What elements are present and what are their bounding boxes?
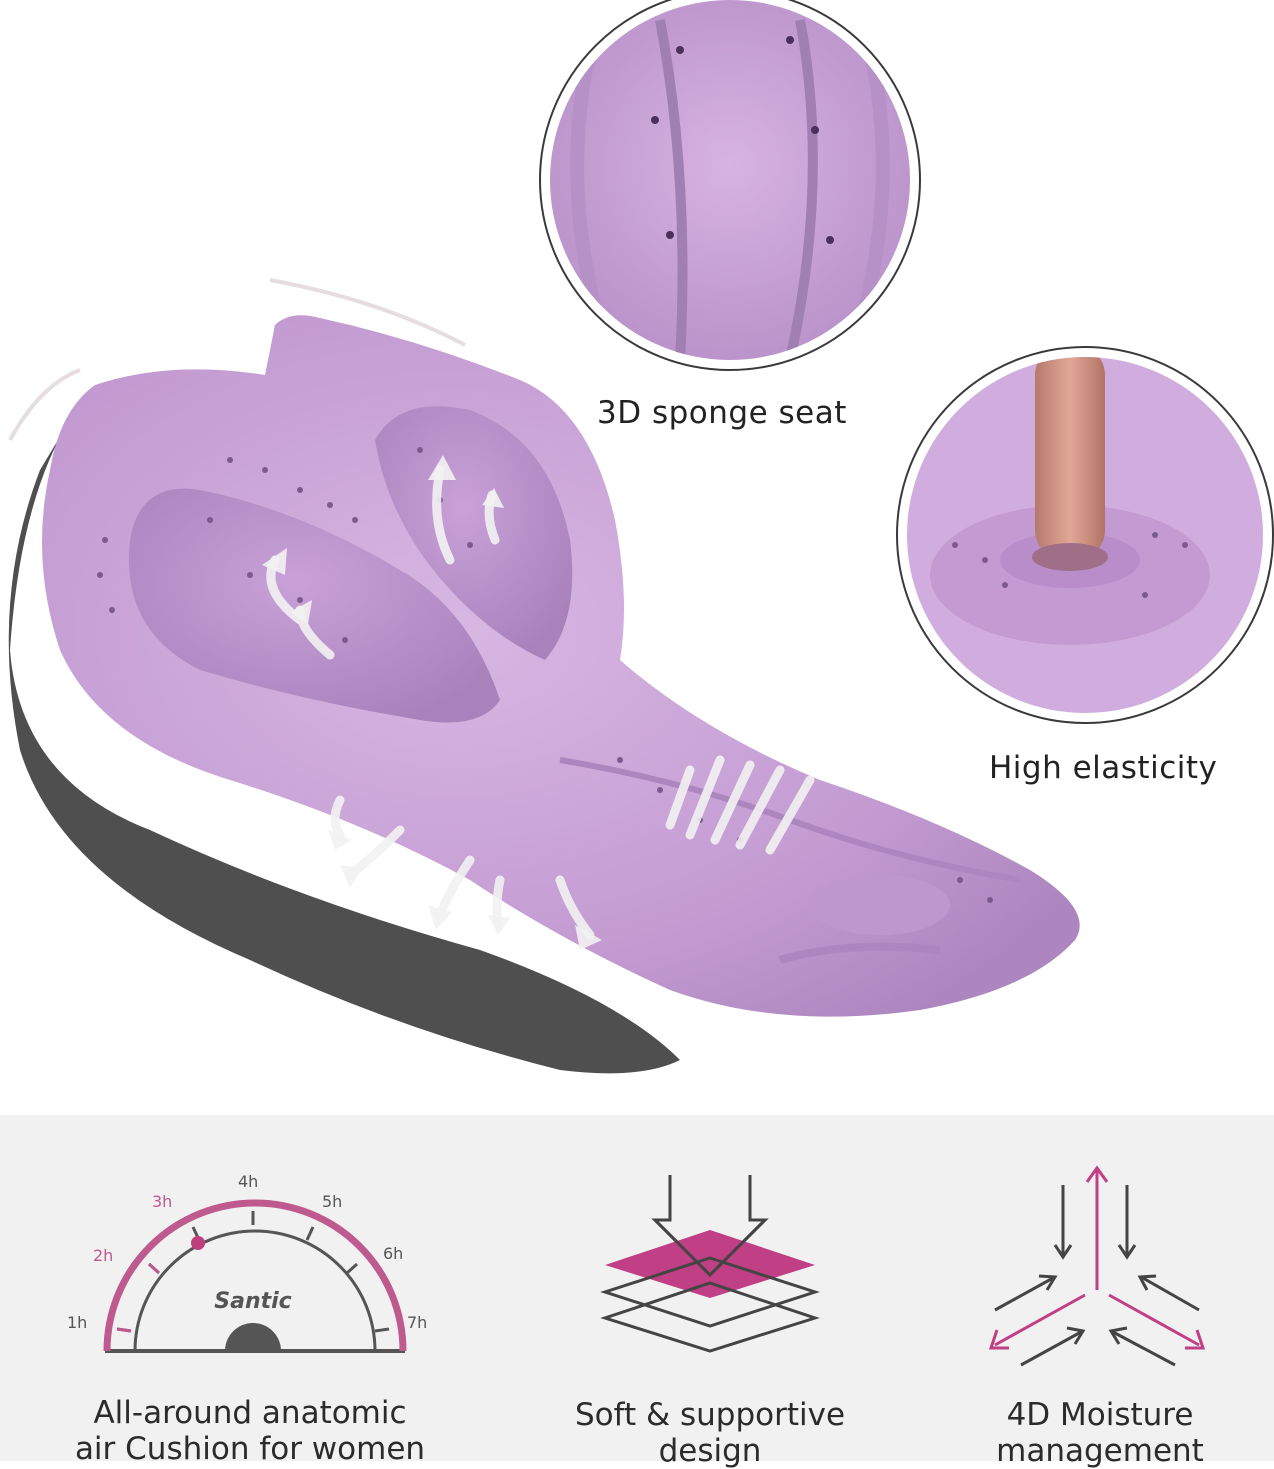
dial-hour-5: 5h <box>322 1192 342 1211</box>
dial-hour-2: 2h <box>93 1246 113 1265</box>
dial-hour-1: 1h <box>67 1313 87 1332</box>
dial-hour-4: 4h <box>238 1172 258 1191</box>
callout-high-elasticity: High elasticity <box>989 750 1218 786</box>
pad-shadow <box>8 420 680 1074</box>
callout-sponge-seat: 3D sponge seat <box>597 395 847 431</box>
features-panel <box>0 1115 1274 1461</box>
feature-title-moisture: 4D Moisture management <box>996 1397 1204 1469</box>
dial-indicator <box>191 1236 205 1250</box>
feature-title-cushion: All-around anatomic air Cushion for wome… <box>74 1395 426 1467</box>
pad-pocket-left <box>128 488 500 723</box>
dial-hour-7: 7h <box>407 1313 427 1332</box>
dial-hour-6: 6h <box>383 1244 403 1263</box>
chamois-pad-illustration <box>8 278 1080 1074</box>
elasticity-detail-circle <box>896 346 1274 724</box>
sponge-detail-circle <box>539 0 921 371</box>
pad-pocket-right <box>375 406 573 660</box>
layers-icon <box>600 1175 820 1353</box>
dial-brand: Santic <box>214 1289 291 1314</box>
feature-title-supportive: Soft & supportive design <box>574 1397 846 1469</box>
time-dial-icon: Santic 1h 2h 3h 4h 5h 6h 7h <box>67 1172 427 1353</box>
dial-hour-3: 3h <box>152 1192 172 1211</box>
airflow-arrows-icon <box>988 1165 1206 1367</box>
